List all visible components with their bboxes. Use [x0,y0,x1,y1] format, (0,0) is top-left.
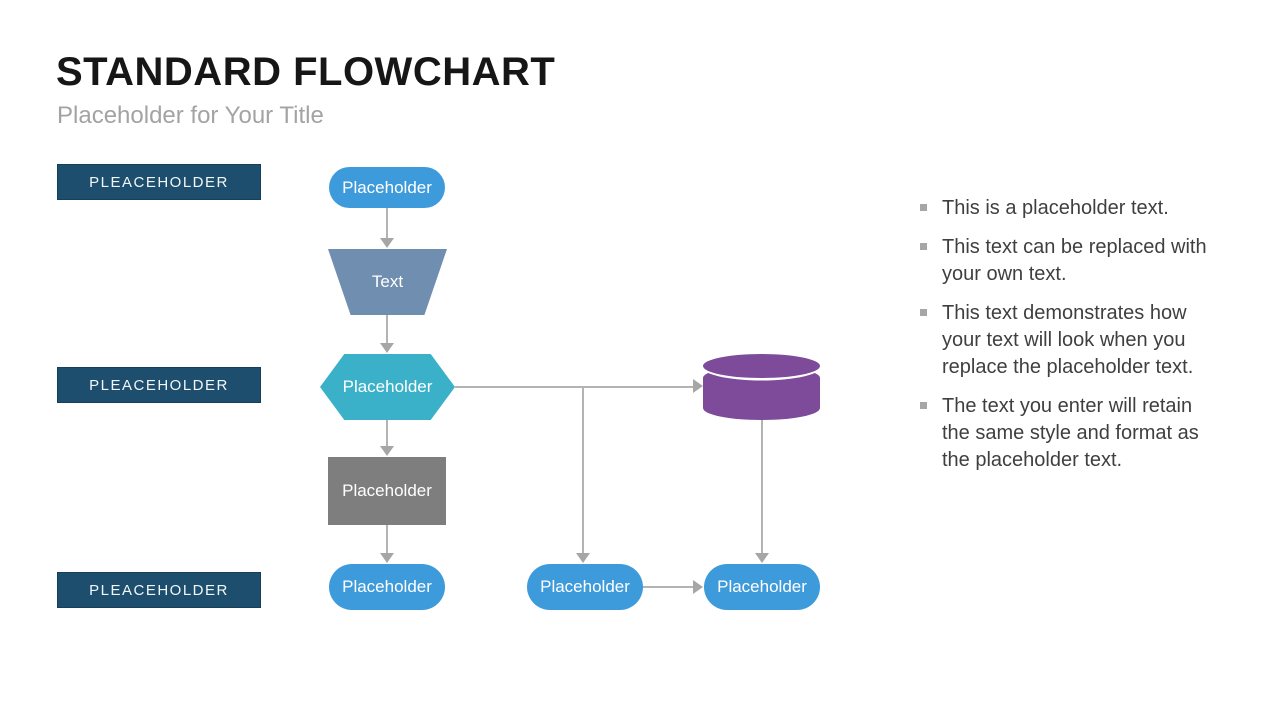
arrowhead-funnel-to-decision [380,343,394,353]
arrowhead-branch-to-terminal-middle [576,553,590,563]
connector-decision-to-process [386,420,388,446]
list-item: This text demonstrates how your text wil… [920,300,1222,381]
flow-node-decision-label: Placeholder [342,377,433,396]
database-cylinder-shape [703,354,820,420]
bullet-square-icon [920,243,927,250]
connector-process-to-terminal-left [386,525,388,553]
list-item: This is a placeholder text. [920,195,1222,222]
bullet-square-icon [920,402,927,409]
list-item-text: This is a placeholder text. [942,197,1169,219]
connector-decision-to-database [455,386,693,388]
flow-node-funnel-label: Text [371,272,404,291]
list-item: This text can be replaced with your own … [920,234,1222,288]
connector-funnel-to-decision [386,315,388,343]
flow-node-terminal-right: Placeholder [704,564,820,610]
connector-terminal-middle-to-right [643,586,693,588]
list-item-text: This text demonstrates how your text wil… [942,302,1194,378]
connector-branch-to-terminal-middle [582,387,584,553]
list-item: The text you enter will retain the same … [920,393,1222,474]
bullet-square-icon [920,204,927,211]
left-label-middle-text: PLEACEHOLDER [89,376,229,394]
left-label-bottom-text: PLEACEHOLDER [89,581,229,599]
flow-node-terminal-middle-label: Placeholder [540,577,630,596]
arrowhead-process-to-terminal-left [380,553,394,563]
page-title: STANDARD FLOWCHART [56,50,556,94]
left-label-top: PLEACEHOLDER [57,164,261,200]
connector-start-to-funnel [386,208,388,238]
connector-database-to-terminal-right [761,420,763,553]
flow-node-start: Placeholder [329,167,445,208]
flow-node-terminal-right-label: Placeholder [717,577,807,596]
left-label-middle: PLEACEHOLDER [57,367,261,403]
left-label-top-text: PLEACEHOLDER [89,173,229,191]
arrowhead-start-to-funnel [380,238,394,248]
arrowhead-decision-to-process [380,446,394,456]
arrowhead-database-to-terminal-right [755,553,769,563]
left-label-bottom: PLEACEHOLDER [57,572,261,608]
flow-node-start-label: Placeholder [342,177,432,197]
flow-node-terminal-left: Placeholder [329,564,445,610]
flow-node-funnel: Text [328,249,447,315]
list-item-text: This text can be replaced with your own … [942,236,1207,285]
flow-node-terminal-left-label: Placeholder [342,577,432,596]
flow-node-decision-hexagon: Placeholder [320,354,455,420]
database-cylinder-lid [703,354,820,378]
flow-node-terminal-middle: Placeholder [527,564,643,610]
bullet-square-icon [920,309,927,316]
placeholder-text-list: This is a placeholder text. This text ca… [920,195,1222,486]
arrowhead-terminal-middle-to-right [693,580,703,594]
list-item-text: The text you enter will retain the same … [942,395,1199,471]
arrowhead-decision-to-database [693,379,703,393]
flow-node-process: Placeholder [328,457,446,525]
page-subtitle: Placeholder for Your Title [57,102,324,129]
flow-node-process-label: Placeholder [342,481,432,500]
